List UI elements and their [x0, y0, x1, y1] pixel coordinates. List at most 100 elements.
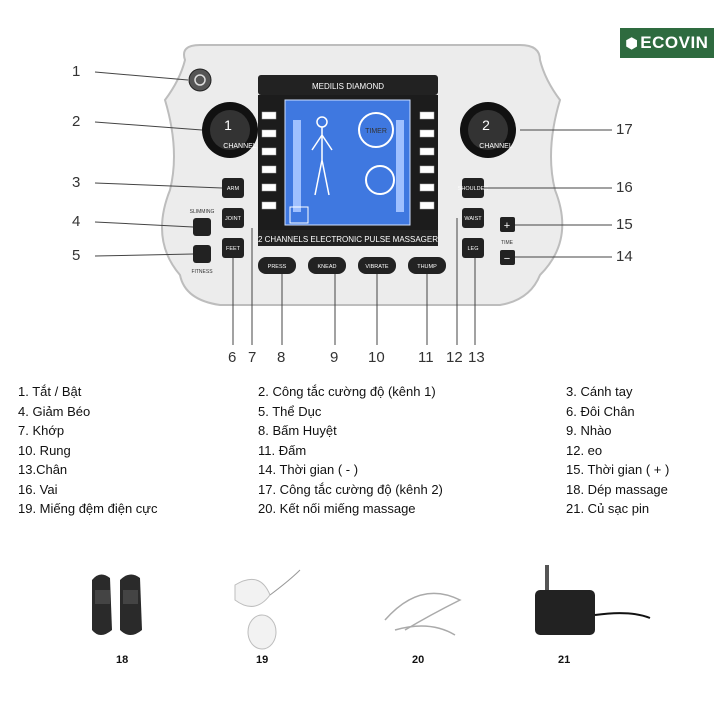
legend-item: 12. eo — [566, 442, 603, 458]
callout-2: 2 — [72, 113, 81, 130]
left-level-bar — [293, 120, 301, 212]
svg-text:WAIST: WAIST — [464, 216, 482, 222]
accessory-label-20: 20 — [412, 654, 425, 666]
legend-item: 17. Công tắc cường độ (kênh 2) — [258, 481, 443, 497]
legend-item: 7. Khớp — [18, 423, 65, 438]
svg-text:CHANNEL: CHANNEL — [223, 143, 257, 150]
legend-item: 3. Cánh tay — [566, 384, 633, 399]
cable-icon — [384, 592, 462, 636]
callout-8: 8 — [277, 349, 286, 366]
callout-17: 17 — [616, 121, 633, 138]
legend-item: 9. Nhào — [566, 423, 612, 438]
lcd-screen — [284, 99, 411, 226]
device-illustration: MEDILIS DIAMOND TIMER 2 CHANNELS ELECTRO… — [94, 44, 612, 345]
waist-button — [462, 208, 484, 228]
accessory-label-19: 19 — [256, 654, 269, 666]
callout-12: 12 — [446, 349, 463, 366]
brand-logo: ⬢ECOVIN — [620, 28, 714, 58]
callout-9: 9 — [330, 349, 339, 366]
knead-button — [308, 257, 346, 274]
svg-text:VIBRATE: VIBRATE — [365, 264, 388, 270]
slimming-button — [193, 218, 211, 236]
svg-text:SLIMMING: SLIMMING — [190, 209, 215, 215]
joint-button — [222, 208, 244, 228]
leg-button — [462, 238, 484, 258]
svg-text:JOINT: JOINT — [225, 216, 242, 222]
thump-button — [408, 257, 446, 274]
svg-text:KNEAD: KNEAD — [318, 264, 337, 270]
accessory-label-21: 21 — [558, 654, 571, 666]
legend-item: 13.Chân — [18, 462, 68, 477]
legend-item: 20. Kết nối miếng massage — [258, 501, 416, 516]
svg-text:−: − — [504, 253, 510, 265]
legend-item: 10. Rung — [18, 442, 71, 458]
callout-11: 11 — [418, 349, 434, 366]
callout-1: 1 — [72, 63, 81, 80]
feet-button — [222, 238, 244, 258]
legend-item: 16. Vai — [18, 481, 58, 497]
legend-item: 21. Củ sạc pin — [566, 501, 650, 516]
shoulder-button — [462, 178, 484, 198]
legend-item: 8. Bấm Huyệt — [258, 423, 337, 438]
legend-item: 15. Thời gian ( + ) — [566, 462, 670, 477]
legend-item: 18. Dép massage — [566, 481, 668, 497]
callout-10: 10 — [368, 349, 385, 366]
legend-row: 13.Chân 14. Thời gian ( - ) 15. Thời gian … — [18, 462, 708, 482]
electrode-pads-icon — [234, 569, 301, 650]
right-level-bar — [396, 120, 404, 212]
banner-strip — [258, 230, 438, 246]
legend-row: 10. Rung 11. Đấm 12. eo — [18, 443, 708, 463]
press-button — [258, 257, 296, 274]
callout-14: 14 — [616, 248, 633, 265]
svg-text:SHOULDER: SHOULDER — [458, 186, 489, 192]
banner-label: 2 CHANNELS ELECTRONIC PULSE MASSAGER — [258, 235, 438, 244]
callout-4: 4 — [72, 213, 81, 230]
accessory-label-18: 18 — [116, 654, 129, 666]
time-minus-button — [500, 250, 515, 265]
callout-13: 13 — [468, 349, 485, 366]
time-plus-button — [500, 217, 515, 232]
timer-dial — [358, 112, 394, 148]
svg-text:PRESS: PRESS — [268, 264, 287, 270]
legend-row: 16. Vai 17. Công tắc cường độ (kênh 2) 18.… — [18, 482, 708, 502]
charger-icon — [535, 565, 651, 635]
slippers-icon — [92, 574, 142, 635]
model-strip — [258, 75, 438, 95]
legend-item: 5. Thể Dục — [258, 403, 322, 419]
svg-text:2: 2 — [482, 117, 490, 133]
callout-6: 6 — [228, 349, 237, 366]
svg-text:ARM: ARM — [227, 186, 240, 192]
legend-item: 14. Thời gian ( - ) — [258, 462, 359, 477]
callout-15: 15 — [616, 216, 633, 233]
callout-3: 3 — [72, 174, 81, 191]
arm-button — [222, 178, 244, 198]
legend-item: 4. Giảm Béo — [18, 403, 91, 419]
box-icon: ⬢ — [625, 35, 639, 51]
legend-item: 11. Đấm — [258, 442, 307, 458]
mode-indicator — [289, 206, 309, 224]
svg-text:FEET: FEET — [226, 246, 241, 252]
body-figure-icon — [311, 116, 333, 196]
legend-row: 7. Khớp 8. Bấm Huyệt 9. Nhào — [18, 423, 708, 443]
callout-5: 5 — [72, 247, 81, 264]
svg-text:+: + — [504, 220, 510, 232]
legend-item: 6. Đôi Chân — [566, 403, 635, 419]
svg-text:CHANNEL: CHANNEL — [479, 143, 513, 150]
power-button — [188, 68, 212, 92]
svg-text:TIMER: TIMER — [365, 128, 387, 135]
callout-16: 16 — [616, 179, 633, 196]
svg-text:1: 1 — [224, 117, 232, 133]
svg-text:TIME: TIME — [501, 240, 514, 246]
power-icon — [194, 74, 206, 86]
legend-row: 4. Giảm Béo 5. Thể Dục 6. Đôi Chân — [18, 404, 708, 424]
svg-text:FITNESS: FITNESS — [191, 269, 213, 275]
legend-item: 1. Tắt / Bật — [18, 384, 82, 399]
vibrate-button — [358, 257, 396, 274]
model-label: MEDILIS DIAMOND — [312, 82, 384, 91]
fitness-button — [193, 245, 211, 263]
mode-dial — [365, 165, 395, 195]
accessories — [92, 565, 651, 650]
svg-text:THUMP: THUMP — [417, 264, 437, 270]
